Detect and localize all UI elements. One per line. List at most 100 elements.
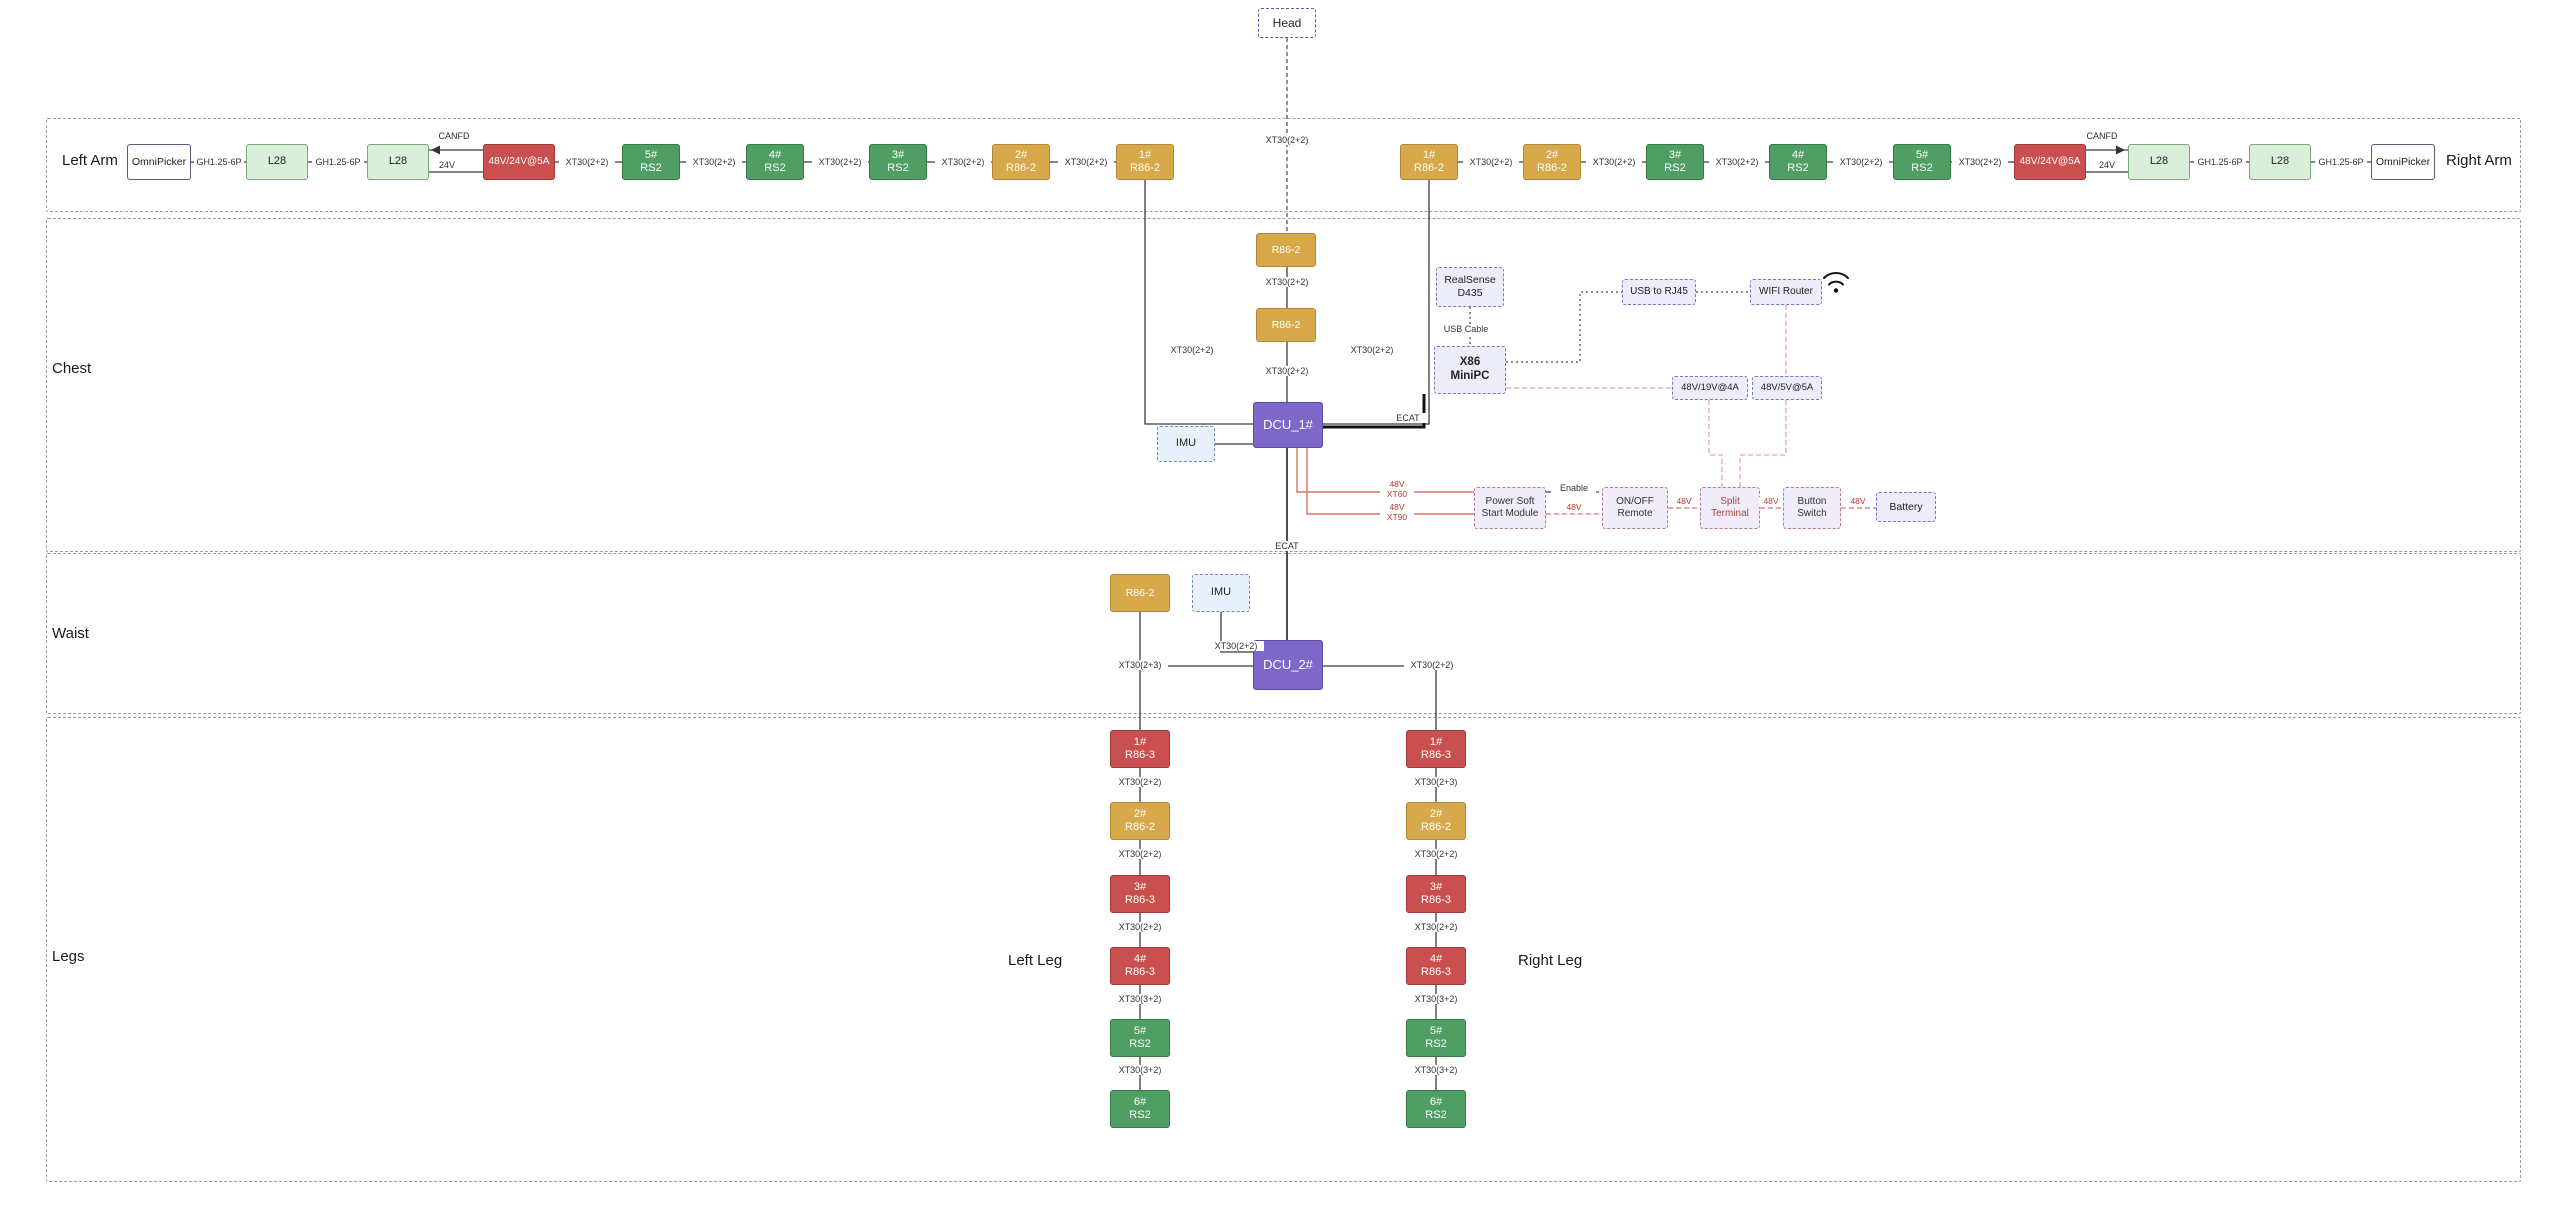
connector-label: XT30(2+3) xyxy=(1408,777,1464,788)
button-line1: Button xyxy=(1797,496,1827,507)
left-leg-motor-5: 5#RS2 xyxy=(1110,1019,1170,1057)
connector-label: XT30(3+2) xyxy=(1112,1065,1168,1076)
connector-label: GH1.25-6P xyxy=(194,157,244,168)
connector-label: XT30(2+2) xyxy=(1408,922,1464,933)
connector-label: XT30(2+2) xyxy=(1208,641,1264,652)
section-arms-frame xyxy=(46,118,2521,212)
right-arm-l28-1: L28 xyxy=(2128,144,2190,180)
onoff-line1: ON/OFF xyxy=(1616,496,1654,507)
x86-line2: MiniPC xyxy=(1450,370,1490,382)
motor-number: 3# xyxy=(1668,148,1682,161)
label-48v: 48V xyxy=(1389,479,1405,489)
left-leg-motor-2: 2#R86-2 xyxy=(1110,802,1170,840)
left-arm-motor-4: 4#RS2 xyxy=(746,144,804,180)
right-arm-omnipicker: OmniPicker xyxy=(2371,144,2435,180)
connector-label: XT30(2+2) xyxy=(1058,157,1114,168)
label-48v: 48V xyxy=(1669,496,1699,507)
right-leg-motor-4: 4#R86-3 xyxy=(1406,947,1466,985)
right-leg-motor-1: 1#R86-3 xyxy=(1406,730,1466,768)
connector-label: XT30(3+2) xyxy=(1408,994,1464,1005)
motor-number: 3# xyxy=(1429,880,1443,893)
connector-label-24v: 24V xyxy=(432,160,462,171)
connector-label: XT30(2+2) xyxy=(1709,157,1765,168)
left-leg-motor-3: 3#R86-3 xyxy=(1110,875,1170,913)
motor-number: 3# xyxy=(891,148,905,161)
motor-name: R86-3 xyxy=(1125,966,1155,978)
connector-label: XT30(2+2) xyxy=(935,157,991,168)
connector-label-canfd: CANFD xyxy=(2078,131,2126,142)
connector-label-left-arm-link: XT30(2+2) xyxy=(1164,345,1220,356)
motor-number: 1# xyxy=(1429,735,1443,748)
wifi-router-node: WIFI Router xyxy=(1750,279,1822,305)
dcu-1-node: DCU_1# xyxy=(1253,402,1323,448)
label-48v: 48V xyxy=(1843,496,1873,507)
motor-name: R86-3 xyxy=(1125,749,1155,761)
split-line2: Terminal xyxy=(1711,508,1749,519)
left-leg-motor-1: 1#R86-3 xyxy=(1110,730,1170,768)
connector-label: GH1.25-6P xyxy=(2315,157,2367,168)
motor-number: 6# xyxy=(1133,1095,1147,1108)
x86-line1: X86 xyxy=(1459,356,1481,369)
section-legs-frame xyxy=(46,717,2521,1182)
left-arm-psu: 48V/24V@5A xyxy=(483,144,555,180)
connector-label: GH1.25-6P xyxy=(312,157,364,168)
realsense-line1: RealSense xyxy=(1444,274,1496,287)
connector-label-right-arm-link: XT30(2+2) xyxy=(1344,345,1400,356)
motor-number: 5# xyxy=(1915,148,1929,161)
connector-label-ecat: ECAT xyxy=(1390,413,1426,424)
right-leg-motor-2: 2#R86-2 xyxy=(1406,802,1466,840)
connector-label: XT30(2+2) xyxy=(1408,849,1464,860)
motor-name: R86-3 xyxy=(1125,894,1155,906)
motor-name: RS2 xyxy=(764,162,786,174)
motor-number: 2# xyxy=(1133,807,1147,820)
motor-number: 2# xyxy=(1014,148,1028,161)
motor-number: 6# xyxy=(1429,1095,1443,1108)
connector-label-24v: 24V xyxy=(2092,160,2122,171)
connector-label: XT30(2+2) xyxy=(1112,922,1168,933)
motor-name: RS2 xyxy=(1425,1038,1447,1050)
split-line1: Split xyxy=(1720,496,1740,507)
left-arm-omnipicker: OmniPicker xyxy=(127,144,191,180)
wifi-icon xyxy=(1823,272,1849,293)
waist-imu: IMU xyxy=(1192,574,1250,612)
section-waist-frame xyxy=(46,553,2521,714)
motor-name: RS2 xyxy=(1129,1109,1151,1121)
section-label-legs: Legs xyxy=(52,948,85,965)
section-label-chest: Chest xyxy=(52,360,92,377)
motor-name: R86-2 xyxy=(1125,821,1155,833)
right-arm-l28-2: L28 xyxy=(2249,144,2311,180)
connector-label: XT30(2+2) xyxy=(812,157,868,168)
left-leg-motor-4: 4#R86-3 xyxy=(1110,947,1170,985)
motor-name: RS2 xyxy=(887,162,909,174)
label-48v: 48V xyxy=(1389,502,1405,512)
connector-label-canfd: CANFD xyxy=(430,131,478,142)
power-soft-line1: Power Soft xyxy=(1485,496,1535,507)
motor-name: R86-3 xyxy=(1421,966,1451,978)
motor-name: RS2 xyxy=(640,162,662,174)
right-arm-motor-3: 3#RS2 xyxy=(1646,144,1704,180)
connector-label: XT30(2+2) xyxy=(686,157,742,168)
right-arm-motor-2: 2#R86-2 xyxy=(1523,144,1581,180)
connector-label-left-leg-link: XT30(2+3) xyxy=(1112,660,1168,671)
usb-to-rj45-node: USB to RJ45 xyxy=(1622,279,1696,305)
head-node: Head xyxy=(1258,8,1316,38)
left-arm-motor-2: 2#R86-2 xyxy=(992,144,1050,180)
motor-name: RS2 xyxy=(1425,1109,1447,1121)
motor-number: 4# xyxy=(1791,148,1805,161)
motor-name: RS2 xyxy=(1129,1038,1151,1050)
right-arm-motor-5: 5#RS2 xyxy=(1893,144,1951,180)
power-soft-line2: Start Module xyxy=(1481,508,1539,519)
connector-label-right-leg-link: XT30(2+2) xyxy=(1404,660,1460,671)
left-arm-motor-5: 5#RS2 xyxy=(622,144,680,180)
chest-r86-2-lower: R86-2 xyxy=(1256,308,1316,342)
converter-5v-node: 48V/5V@5A xyxy=(1752,376,1822,400)
motor-name: R86-2 xyxy=(1537,162,1567,174)
